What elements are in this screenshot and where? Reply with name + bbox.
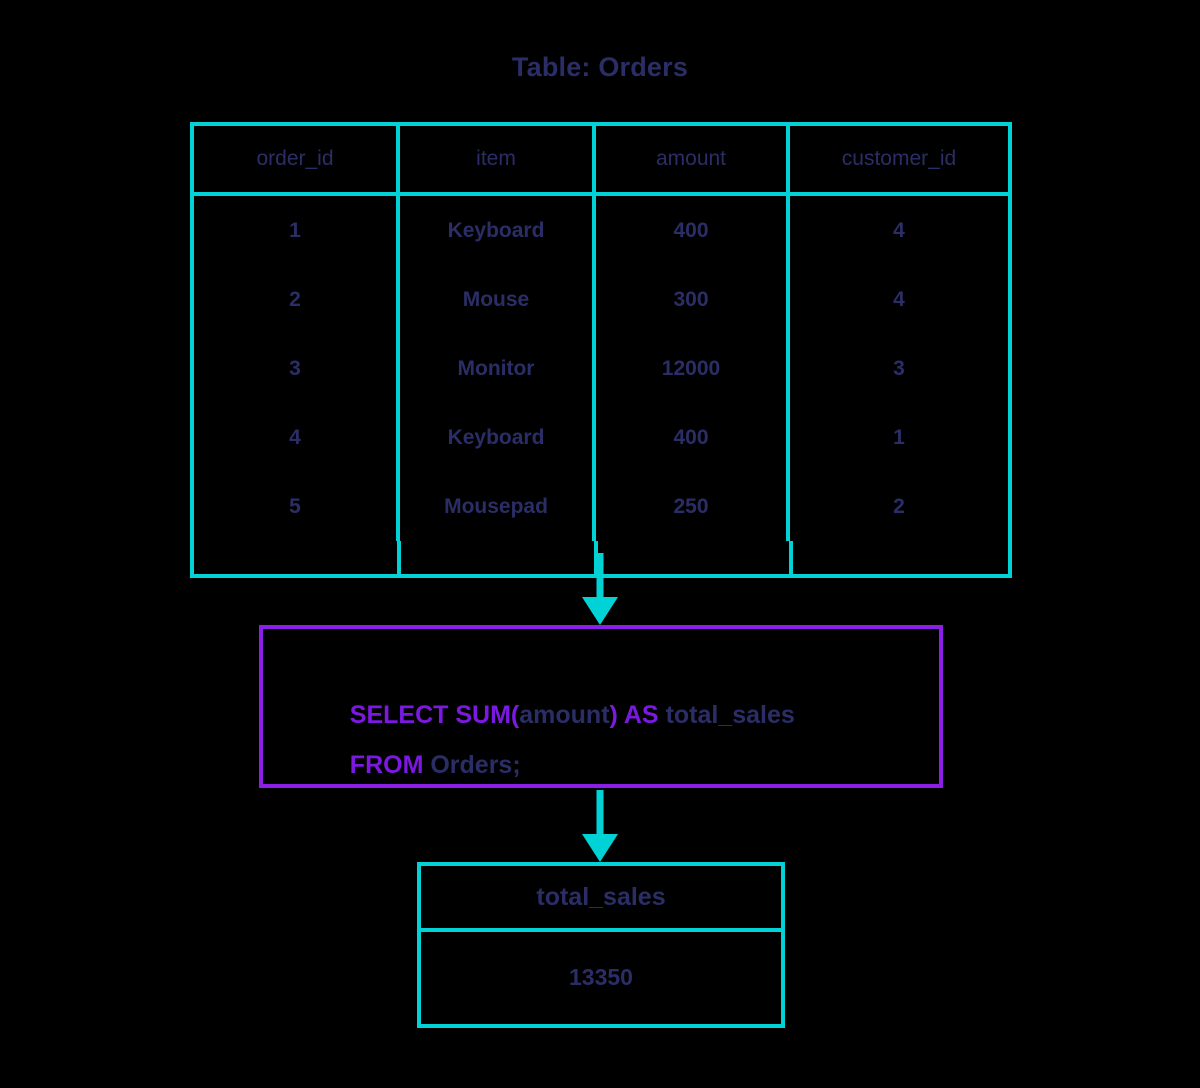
cell-order-id: 4: [194, 403, 400, 472]
sql-table-name-orders: Orders;: [430, 751, 521, 779]
cell-amount: 400: [596, 403, 790, 472]
arrow-table-to-query: [582, 553, 618, 625]
column-header-customer-id: customer_id: [841, 147, 957, 170]
cell-amount: 400: [596, 196, 790, 265]
arrow-query-to-result: [582, 790, 618, 862]
result-column-header-total-sales: total_sales: [421, 866, 781, 932]
cell-customer-id: 4: [893, 287, 905, 311]
sql-keyword-select-sum: SELECT SUM(: [349, 701, 520, 729]
sql-identifier-amount: amount: [519, 701, 610, 729]
sql-keyword-from: FROM: [349, 751, 431, 779]
sql-query-box: SELECT SUM(amount) AS total_sales FROM O…: [259, 625, 943, 788]
cell-customer-id: 3: [893, 356, 905, 380]
result-table: total_sales 13350: [417, 862, 785, 1028]
cell-customer-id: 1: [893, 425, 905, 449]
cell-item: Mouse: [400, 265, 596, 334]
column-header-order-id: order_id: [194, 126, 400, 192]
table-row: 4 Keyboard 400 1: [194, 403, 1008, 472]
cell-customer-id: 2: [893, 494, 905, 518]
page-title: Table: Orders: [511, 52, 689, 82]
cell-order-id: 3: [194, 334, 400, 403]
table-body-spacer: [194, 541, 1008, 574]
cell-amount: 300: [596, 265, 790, 334]
cell-order-id: 1: [194, 196, 400, 265]
source-table-orders: order_id item amount customer_id 1 Keybo…: [190, 122, 1012, 578]
table-row: 2 Mouse 300 4: [194, 265, 1008, 334]
cell-item: Keyboard: [400, 403, 596, 472]
table-row: 5 Mousepad 250 2: [194, 472, 1008, 541]
cell-amount: 12000: [596, 334, 790, 403]
table-body: 1 Keyboard 400 4 2 Mouse 300 4 3 Monitor…: [194, 196, 1008, 574]
table-header-row: order_id item amount customer_id: [194, 126, 1008, 196]
column-header-item: item: [400, 126, 596, 192]
cell-item: Keyboard: [400, 196, 596, 265]
cell-item: Monitor: [400, 334, 596, 403]
sql-keyword-as: ) AS: [609, 701, 666, 729]
table-row: 1 Keyboard 400 4: [194, 196, 1008, 265]
cell-item: Mousepad: [400, 472, 596, 541]
table-row: 3 Monitor 12000 3: [194, 334, 1008, 403]
sql-alias-total-sales: total_sales: [665, 701, 795, 729]
cell-customer-id: 4: [893, 218, 905, 242]
cell-order-id: 2: [194, 265, 400, 334]
sql-query-line-2: FROM Orders;: [322, 722, 521, 809]
sql-query-line-1: SELECT SUM(amount) AS total_sales: [322, 672, 795, 759]
cell-order-id: 5: [194, 472, 400, 541]
column-header-amount: amount: [596, 126, 790, 192]
result-cell-total-sales: 13350: [569, 963, 633, 990]
cell-amount: 250: [596, 472, 790, 541]
